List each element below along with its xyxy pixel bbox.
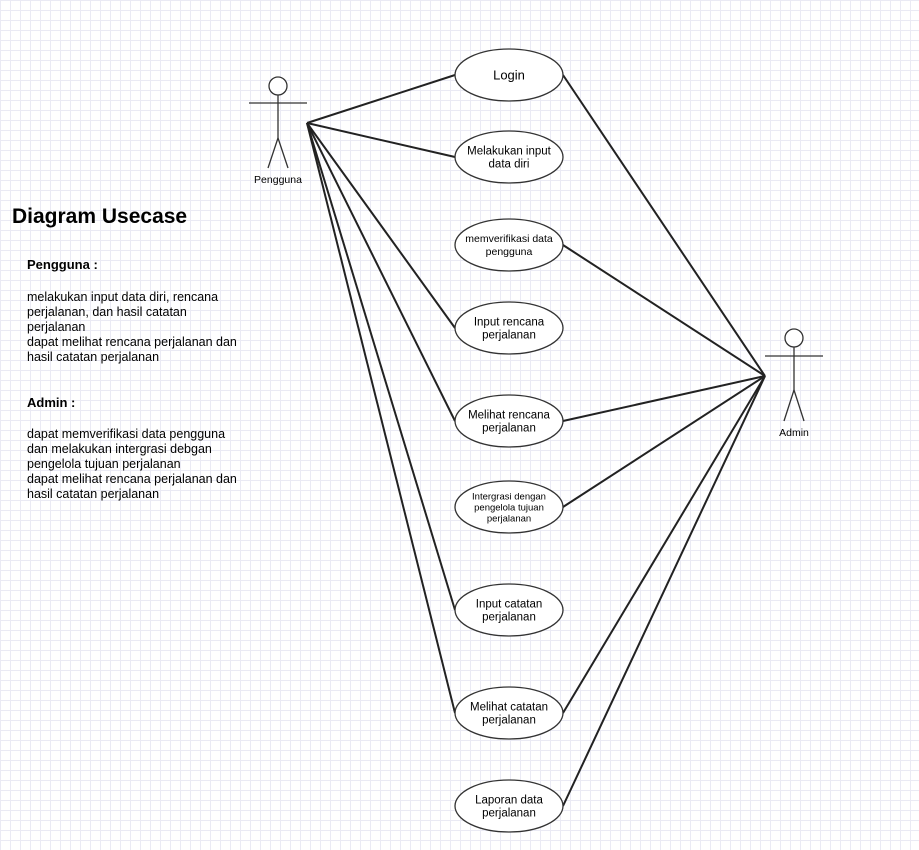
actor-leg-left xyxy=(267,137,279,169)
desc-line: pengelola tujuan perjalanan xyxy=(27,457,181,471)
actor-admin[interactable]: Admin xyxy=(765,328,823,439)
pengguna-heading: Pengguna : xyxy=(27,257,98,272)
usecase-label: Melakukan input xyxy=(467,146,552,158)
association-pengguna-login xyxy=(306,74,456,124)
association-admin-login xyxy=(562,74,766,377)
usecase-label: perjalanan xyxy=(482,423,536,435)
usecase-label: perjalanan xyxy=(482,612,536,624)
desc-line: hasil catatan perjalanan xyxy=(27,350,160,364)
usecase-label: pengelola tujuan xyxy=(474,502,544,513)
pengguna-description: melakukan input data diri, rencana perja… xyxy=(27,290,267,365)
usecase-label: Melihat catatan xyxy=(470,702,548,714)
usecase-ellipse xyxy=(454,583,564,637)
association-pengguna-input-catatan xyxy=(306,122,456,611)
usecase-label: Melihat rencana xyxy=(468,410,550,422)
association-lines xyxy=(306,74,766,807)
desc-line: perjalanan, dan hasil catatan xyxy=(27,305,187,319)
usecase-label: Input rencana xyxy=(474,317,545,329)
usecase-login[interactable]: Login xyxy=(454,48,564,102)
actor-pengguna[interactable]: Pengguna xyxy=(249,76,307,186)
diagram-title: Diagram Usecase xyxy=(12,205,188,228)
actor-leg-left xyxy=(783,389,795,422)
usecase-ellipse xyxy=(454,480,564,534)
usecase-label: perjalanan xyxy=(482,808,536,820)
actor-leg-right xyxy=(277,137,289,169)
association-pengguna-input-data-diri xyxy=(306,122,456,158)
association-admin-intergrasi xyxy=(562,375,766,508)
admin-description: dapat memverifikasi data pengguna dan me… xyxy=(27,427,267,502)
usecase-label: Intergrasi dengan xyxy=(472,491,546,502)
desc-line: melakukan input data diri, rencana xyxy=(27,290,219,304)
desc-line: perjalanan xyxy=(27,320,86,334)
usecase-label: Laporan data xyxy=(475,795,543,807)
usecase-ellipse xyxy=(454,130,564,184)
usecase-label: Input catatan xyxy=(476,599,543,611)
desc-line: dapat melihat rencana perjalanan dan xyxy=(27,335,237,349)
usecase-label: pengguna xyxy=(486,246,533,258)
association-admin-lihat-rencana xyxy=(562,375,766,422)
usecase-label: perjalanan xyxy=(487,513,531,524)
usecase-ellipse xyxy=(454,218,564,272)
actor-label-admin: Admin xyxy=(779,427,809,439)
actor-label-pengguna: Pengguna xyxy=(254,174,302,186)
association-pengguna-input-rencana xyxy=(306,122,456,329)
usecase-ellipse xyxy=(454,394,564,448)
association-admin-verifikasi xyxy=(562,244,766,377)
actor-head xyxy=(268,76,288,96)
actor-leg-right xyxy=(793,389,805,422)
desc-line: dapat memverifikasi data pengguna xyxy=(27,427,226,441)
usecase-label: memverifikasi data xyxy=(465,233,553,245)
association-pengguna-lihat-rencana xyxy=(306,122,456,422)
desc-line: dan melakukan intergrasi debgan xyxy=(27,442,212,456)
usecase-ellipse xyxy=(454,301,564,355)
usecase-label: perjalanan xyxy=(482,330,536,342)
usecase-ellipse xyxy=(454,48,564,102)
usecase-ellipse xyxy=(454,686,564,740)
association-admin-lihat-catatan xyxy=(562,375,766,714)
usecase-label: data diri xyxy=(489,159,530,171)
desc-line: hasil catatan perjalanan xyxy=(27,487,160,501)
usecase-label: perjalanan xyxy=(482,715,536,727)
usecase-label: Login xyxy=(493,68,525,83)
admin-heading: Admin : xyxy=(27,395,76,410)
association-pengguna-lihat-catatan xyxy=(306,122,456,714)
association-admin-laporan xyxy=(562,375,766,807)
desc-line: dapat melihat rencana perjalanan dan xyxy=(27,472,237,486)
actor-head xyxy=(784,328,804,348)
usecase-ellipse xyxy=(454,779,564,833)
